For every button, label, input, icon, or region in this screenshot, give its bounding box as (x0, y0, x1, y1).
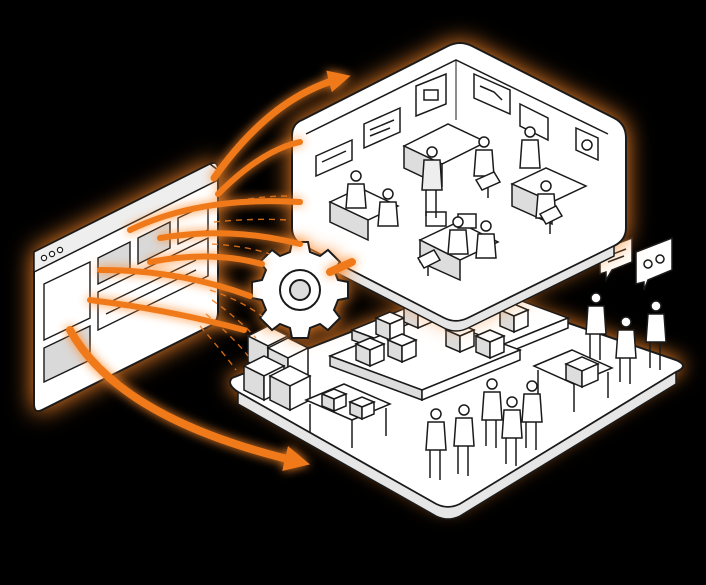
person (475, 220, 497, 259)
window-controls (40, 246, 64, 262)
speech-bubble-icon (635, 236, 673, 291)
person (501, 396, 523, 466)
gear-icon (251, 241, 349, 339)
box-stack (242, 325, 312, 412)
person (615, 316, 637, 384)
browser-window-icon (33, 161, 219, 413)
person (447, 216, 469, 255)
office-chairs (416, 171, 564, 276)
person (519, 126, 541, 169)
packing-table (304, 383, 392, 448)
person (345, 170, 367, 209)
person (585, 292, 607, 360)
person (425, 408, 447, 480)
person (421, 146, 443, 218)
warehouse-people (425, 292, 667, 480)
dashed-flow-lines (199, 195, 291, 371)
warehouse-floor (229, 236, 684, 520)
data-flow-arrows (66, 70, 356, 471)
person (377, 188, 399, 227)
person (645, 300, 667, 370)
person (453, 404, 475, 476)
office-floor (291, 42, 627, 332)
person (481, 378, 503, 448)
person (521, 380, 543, 450)
right-table (532, 349, 614, 412)
wall-boards (315, 72, 599, 178)
